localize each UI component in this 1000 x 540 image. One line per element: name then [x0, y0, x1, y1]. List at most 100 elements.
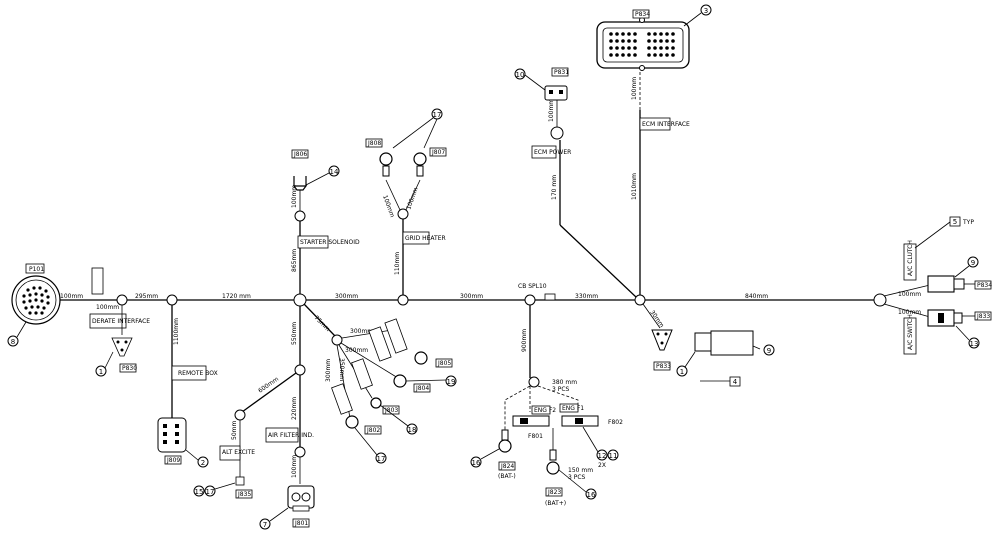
callout-balloons: 8 1 2 15 17 7 14 17 19 18 17 16 16 12 11… — [7, 4, 980, 530]
tag-j806 — [291, 149, 309, 159]
len-220: 220mm — [291, 397, 298, 420]
connector-ac-switch — [927, 309, 963, 327]
tag-j808-text: J808 — [367, 140, 381, 147]
svg-text:8: 8 — [11, 338, 15, 346]
ac-clutch-label: A/C CLUTCH — [907, 240, 914, 276]
len-900: 900mm — [521, 329, 528, 352]
two-x-label: 2X — [598, 462, 606, 469]
tag-j805 — [435, 358, 453, 368]
node-grid-split — [397, 208, 409, 220]
len-380b: 3 PCS — [552, 386, 570, 393]
len-300a: 300mm — [335, 293, 358, 300]
tag-eng-f1-text: ENG F1 — [562, 405, 584, 412]
tag-j805-text: J805 — [437, 360, 451, 367]
svg-text:14: 14 — [330, 168, 339, 176]
svg-text:15: 15 — [195, 488, 204, 496]
len-170: 170 mm — [551, 175, 558, 200]
len-1720: 1720 mm — [222, 293, 251, 300]
tag-eng-f2 — [531, 405, 551, 415]
len-300-sa: 300mm — [350, 328, 373, 335]
connector-p833 — [651, 329, 673, 351]
svg-text:11: 11 — [609, 452, 618, 460]
tag-5 — [949, 216, 961, 227]
tag-f801: F801 — [528, 433, 543, 440]
len-30: 30mm — [648, 309, 665, 329]
tag-j809-text: J809 — [166, 457, 180, 464]
svg-text:19: 19 — [447, 378, 456, 386]
tag-j835 — [235, 489, 253, 499]
sensor-labels — [331, 318, 408, 415]
svg-text:1: 1 — [680, 368, 684, 376]
wire-ac-clutch — [883, 284, 931, 297]
callout-leader-relay — [752, 345, 761, 350]
svg-text:9: 9 — [971, 259, 975, 267]
svg-text:17: 17 — [433, 111, 442, 119]
tag-j823-text: J823 — [547, 489, 561, 496]
tag-p830 — [119, 363, 137, 373]
wire-grid-right — [405, 179, 421, 211]
ecm-interface-box — [639, 117, 671, 131]
starter-solenoid-label: STARTER SOLENOID — [300, 239, 360, 246]
tag-j803 — [382, 405, 400, 415]
len-110: 110mm — [394, 252, 401, 275]
svg-text:17: 17 — [206, 488, 215, 496]
derate-interface-box — [89, 313, 127, 329]
tag-f802: F802 — [608, 419, 623, 426]
node-sensors — [331, 334, 343, 346]
tag-5-text: 5 — [953, 218, 957, 226]
connector-j801 — [287, 485, 315, 512]
len-1100: 1100mm — [173, 318, 180, 345]
len-100-p831: 100mm — [548, 99, 555, 122]
tag-p831 — [551, 67, 569, 77]
node-alt — [294, 364, 306, 376]
svg-text:17: 17 — [377, 455, 386, 463]
tag-j833-text: J833 — [976, 313, 990, 320]
connector-j809 — [157, 417, 187, 453]
wire-sensor-1 — [341, 329, 393, 339]
tag-p834-text: P834 — [635, 11, 650, 18]
ac-switch-box — [903, 317, 917, 355]
ring-terminal-j807 — [413, 152, 427, 177]
tag-j801 — [292, 518, 310, 528]
node-hub-ecm — [634, 294, 646, 306]
svg-text:9: 9 — [767, 347, 771, 355]
relay-module — [694, 330, 754, 356]
len-300-sb: 300mm — [345, 347, 368, 354]
tag-eng-f1 — [559, 403, 579, 413]
alt-excite-label: ALT EXCITE — [222, 449, 255, 456]
tag-p101 — [25, 263, 45, 274]
len-100-left: 100mm — [60, 293, 83, 300]
len-300-sc: 300mm — [325, 359, 332, 382]
tag-p834b-text: P834 — [977, 282, 992, 289]
tag-j802 — [364, 425, 382, 435]
len-840: 840mm — [745, 293, 768, 300]
typ-label: TYP — [962, 219, 974, 226]
svg-text:3: 3 — [704, 7, 708, 15]
len-1010: 1010mm — [631, 173, 638, 200]
tag-j804 — [413, 383, 431, 393]
remote-box — [171, 365, 207, 381]
node-ac — [873, 293, 887, 307]
air-filter-box — [265, 427, 299, 443]
leader-5 — [914, 221, 951, 249]
tag-eng-f2-text: ENG F2 — [534, 407, 556, 414]
connector-p834-ecm — [596, 17, 690, 71]
len-100-gh-b: 100mm — [405, 186, 420, 210]
svg-text:12: 12 — [598, 452, 607, 460]
tag-j808 — [365, 138, 383, 148]
fuse-f801 — [512, 415, 550, 427]
ring-terminal-j808 — [379, 152, 393, 177]
tag-j823 — [545, 487, 563, 497]
ring-terminal-j824 — [498, 429, 512, 453]
node-grid — [397, 294, 409, 306]
len-865: 865mm — [291, 249, 298, 272]
tag-p101-text: P101 — [29, 266, 44, 273]
len-150: 150 mm — [568, 467, 593, 474]
derate-interface-label: DERATE INTERFACE — [92, 318, 150, 325]
tag-p833-text: P833 — [656, 363, 671, 370]
svg-text:18: 18 — [408, 426, 417, 434]
len-100-ss: 100mm — [291, 185, 298, 208]
node-cb — [524, 294, 536, 306]
bat-pos-label: (BAT+) — [545, 500, 566, 507]
